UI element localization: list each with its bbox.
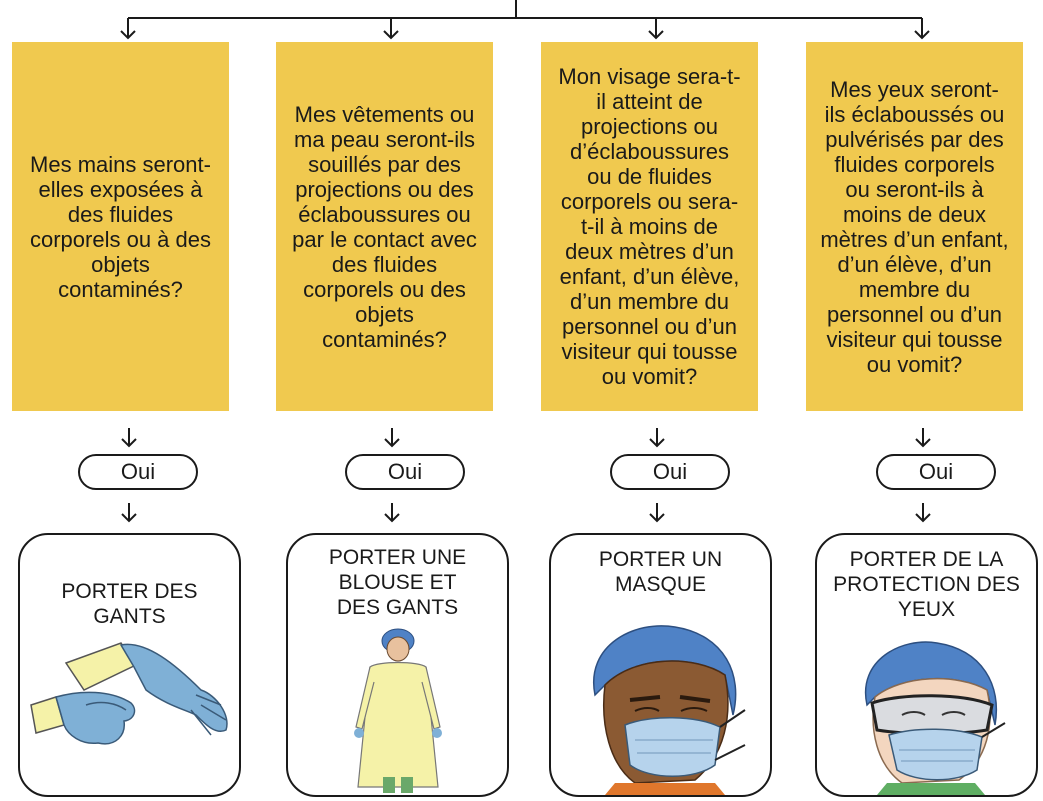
gloves-icon — [30, 642, 228, 745]
action-card-gloves: PORTER DES GANTS — [18, 533, 241, 797]
action-label: PORTER UNE BLOUSE ET DES GANTS — [328, 546, 467, 619]
down-arrow-icon — [384, 428, 400, 448]
answer-pill: Oui — [78, 454, 198, 490]
branch-arrows — [120, 18, 930, 40]
question-box-hands: Mes mains seront-elles exposées à des fl… — [12, 42, 229, 411]
answer-pill: Oui — [345, 454, 465, 490]
eye-protection-icon — [864, 641, 1006, 795]
mask-icon — [592, 625, 746, 795]
gown-icon — [354, 628, 442, 793]
action-label: PORTER DES GANTS — [61, 580, 198, 628]
answer-label: Oui — [652, 459, 688, 484]
down-arrow-icon — [121, 428, 137, 448]
answer-label: Oui — [120, 459, 156, 484]
action-card-gown: PORTER UNE BLOUSE ET DES GANTS — [286, 533, 509, 797]
question-box-clothing: Mes vêtements ou ma peau seront-ils soui… — [276, 42, 493, 411]
branch-connector — [120, 0, 930, 40]
down-arrow-icon — [649, 428, 665, 448]
question-text: Mes vêtements ou ma peau seront-ils soui… — [292, 101, 477, 352]
question-text: Mes mains seront-elles exposées à des fl… — [30, 151, 211, 302]
question-box-eyes: Mes yeux seront-ils éclaboussés ou pulvé… — [806, 42, 1023, 411]
question-text: Mon visage sera-t-il atteint de projecti… — [558, 64, 741, 389]
action-card-eye-protection: PORTER DE LA PROTECTION DES YEUX — [815, 533, 1038, 797]
action-label: PORTER UN MASQUE — [598, 548, 723, 596]
question-box-face: Mon visage sera-t-il atteint de projecti… — [541, 42, 758, 411]
answer-pill: Oui — [610, 454, 730, 490]
down-arrow-icon — [121, 503, 137, 523]
answer-label: Oui — [918, 459, 954, 484]
down-arrow-icon — [915, 503, 931, 523]
action-card-mask: PORTER UN MASQUE — [549, 533, 772, 797]
down-arrow-icon — [649, 503, 665, 523]
down-arrow-icon — [384, 503, 400, 523]
action-label: PORTER DE LA PROTECTION DES YEUX — [833, 548, 1020, 621]
answer-label: Oui — [387, 459, 423, 484]
question-text: Mes yeux seront-ils éclaboussés ou pulvé… — [820, 76, 1009, 377]
answer-pill: Oui — [876, 454, 996, 490]
down-arrow-icon — [915, 428, 931, 448]
